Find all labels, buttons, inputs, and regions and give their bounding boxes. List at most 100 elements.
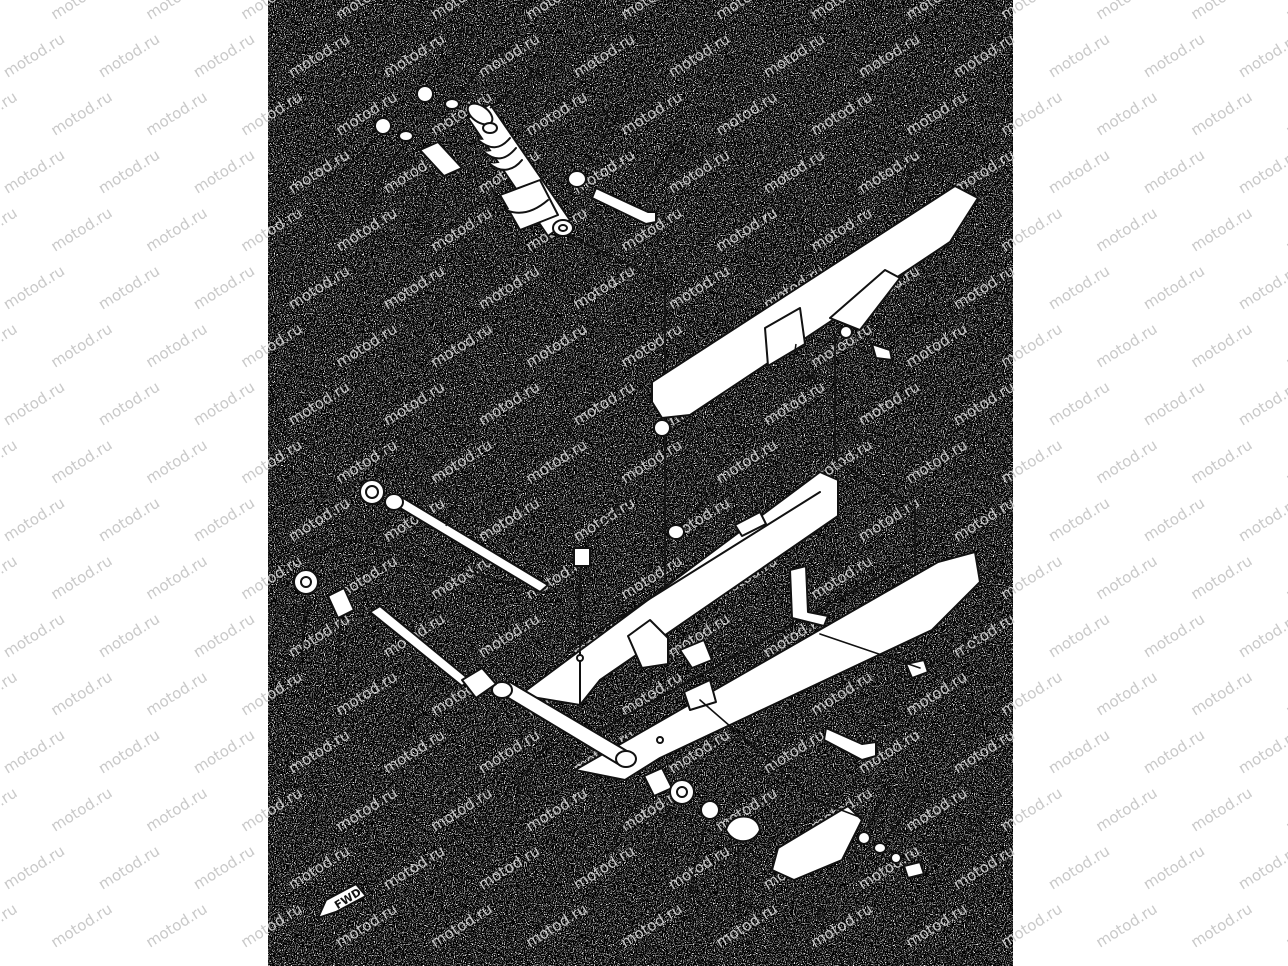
watermark-text: motod.ru	[190, 494, 258, 546]
watermark-text: motod.ru	[48, 320, 116, 372]
callout-16: 16	[666, 138, 685, 156]
watermark-text: motod.ru	[1283, 784, 1288, 836]
watermark-text: motod.ru	[1140, 146, 1208, 198]
watermark-text: motod.ru	[1188, 88, 1256, 140]
watermark-text: motod.ru	[1045, 30, 1113, 82]
watermark-text: motod.ru	[1235, 494, 1288, 546]
callout-6: 6	[688, 880, 698, 898]
watermark-text: motod.ru	[0, 842, 68, 894]
watermark-text: motod.ru	[1235, 262, 1288, 314]
watermark-text: motod.ru	[143, 668, 211, 720]
watermark-text: motod.ru	[0, 784, 20, 836]
watermark-text: motod.ru	[1235, 842, 1288, 894]
callout-10: 10	[912, 784, 931, 802]
watermark-text: motod.ru	[1235, 378, 1288, 430]
watermark-text: motod.ru	[48, 900, 116, 952]
watermark-text: motod.ru	[1045, 610, 1113, 662]
watermark-text: motod.ru	[95, 146, 163, 198]
watermark-text: motod.ru	[1235, 726, 1288, 778]
watermark-text: motod.ru	[1140, 726, 1208, 778]
watermark-text: motod.ru	[0, 668, 20, 720]
watermark-text: motod.ru	[48, 436, 116, 488]
callout-13-top: 13	[908, 310, 927, 328]
collar-17	[567, 170, 587, 188]
watermark-text: motod.ru	[1188, 204, 1256, 256]
callout-15: 15	[526, 64, 545, 82]
watermark-text: motod.ru	[1188, 320, 1256, 372]
watermark-text: motod.ru	[1235, 610, 1288, 662]
watermark-text: motod.ru	[95, 494, 163, 546]
fwd-arrow-icon	[317, 883, 367, 919]
callout-labels: 1 2 2 3 3 4 5 6 7 7 8 9 10 11 12 13 13 1…	[292, 26, 985, 924]
watermark-text: motod.ru	[143, 320, 211, 372]
watermark-text: motod.ru	[1188, 784, 1256, 836]
callout-3-right: 3	[650, 858, 660, 876]
watermark-text: motod.ru	[95, 726, 163, 778]
cap-7b	[725, 815, 761, 843]
watermark-text: motod.ru	[190, 726, 258, 778]
watermark-text: motod.ru	[1045, 262, 1113, 314]
watermark-text: motod.ru	[998, 0, 1066, 23]
watermark-text: motod.ru	[143, 204, 211, 256]
watermark-text: motod.ru	[1140, 494, 1208, 546]
watermark-text: motod.ru	[48, 88, 116, 140]
callout-3-left: 3	[292, 658, 302, 676]
washer-21	[398, 130, 414, 142]
watermark-text: motod.ru	[48, 552, 116, 604]
watermark-text: motod.ru	[1283, 88, 1288, 140]
nut-9	[857, 831, 871, 845]
watermark-text: motod.ru	[95, 610, 163, 662]
watermark-text: motod.ru	[0, 262, 68, 314]
watermark-text: motod.ru	[1093, 668, 1161, 720]
watermark-text: motod.ru	[1235, 146, 1288, 198]
watermark-text: motod.ru	[48, 204, 116, 256]
callout-8: 8	[816, 906, 826, 924]
watermark-text: motod.ru	[0, 204, 20, 256]
watermark-text: motod.ru	[1283, 0, 1288, 23]
callout-17: 17	[602, 108, 621, 126]
watermark-text: motod.ru	[190, 610, 258, 662]
watermark-text: motod.ru	[48, 0, 116, 23]
watermark-text: motod.ru	[1235, 30, 1288, 82]
watermark-text: motod.ru	[0, 88, 20, 140]
watermark-text: motod.ru	[1140, 30, 1208, 82]
bolt-20	[823, 727, 877, 761]
watermark-text: motod.ru	[143, 436, 211, 488]
watermark-text: motod.ru	[1140, 842, 1208, 894]
watermark-text: motod.ru	[1093, 784, 1161, 836]
watermark-text: motod.ru	[1045, 726, 1113, 778]
watermark-text: motod.ru	[190, 30, 258, 82]
callout-5: 5	[462, 472, 472, 490]
callout-7-bottom: 7	[734, 906, 744, 924]
bolt-16	[591, 187, 657, 225]
line-art	[293, 85, 981, 919]
watermark-text: motod.ru	[190, 262, 258, 314]
watermark-text: motod.ru	[1140, 262, 1208, 314]
washer-10	[873, 842, 887, 854]
callout-23: 23	[412, 216, 431, 234]
callout-18: 18	[486, 44, 505, 62]
watermark-text: motod.ru	[0, 610, 68, 662]
washer-18	[444, 98, 460, 110]
callout-11: 11	[966, 818, 985, 836]
watermark-text: motod.ru	[143, 900, 211, 952]
bolt-13-mid	[667, 524, 685, 540]
watermark-text: motod.ru	[95, 262, 163, 314]
collar-23	[419, 141, 463, 177]
watermark-text: motod.ru	[0, 146, 68, 198]
callout-20: 20	[882, 706, 901, 724]
watermark-text: motod.ru	[1283, 436, 1288, 488]
watermark-text: motod.ru	[48, 668, 116, 720]
watermark-text: motod.ru	[1045, 146, 1113, 198]
bolt-13-top	[871, 343, 893, 361]
nut-19	[416, 85, 434, 103]
callout-7-top: 7	[382, 428, 392, 446]
callout-2-left: 2	[332, 678, 342, 696]
watermark-text: motod.ru	[48, 784, 116, 836]
chain-case	[651, 185, 979, 437]
leader-lines	[301, 41, 967, 906]
watermark-text: motod.ru	[0, 320, 20, 372]
watermark-text: motod.ru	[1140, 610, 1208, 662]
watermark-text: motod.ru	[1140, 378, 1208, 430]
